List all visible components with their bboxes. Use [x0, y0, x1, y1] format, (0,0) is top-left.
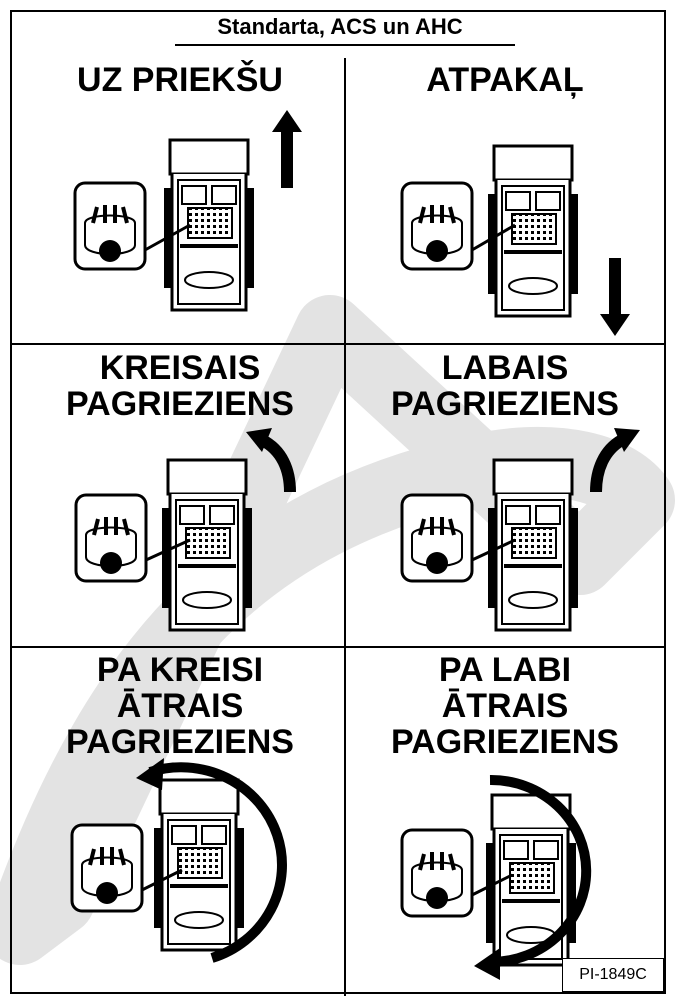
machine-top-view-icon	[162, 138, 256, 312]
title-line: PAGRIEZIENS	[66, 385, 294, 423]
hands-on-controls-icon	[400, 181, 474, 271]
up-arrow-icon	[272, 110, 302, 188]
title-line: UZ PRIEKŠU	[77, 61, 283, 99]
hands-on-controls-icon	[74, 493, 148, 583]
title-forward: UZ PRIEKŠU	[20, 62, 340, 98]
header-title: Standarta, ACS un AHC	[217, 14, 463, 39]
title-line: ĀTRAIS	[441, 687, 569, 725]
title-left-spin: PA KREISI ĀTRAIS PAGRIEZIENS	[20, 652, 340, 760]
title-line: KREISAIS	[99, 349, 261, 387]
title-line: PAGRIEZIENS	[391, 723, 619, 761]
circular-arrow-icon	[474, 774, 592, 980]
circular-arrow-icon	[136, 758, 287, 963]
column-divider-top	[344, 58, 346, 996]
title-line: PA LABI	[438, 651, 572, 689]
hands-on-controls-icon	[73, 181, 147, 271]
title-right-turn: LABAIS PAGRIEZIENS	[350, 350, 660, 422]
hands-on-controls-icon	[70, 823, 144, 913]
hands-on-controls-icon	[400, 828, 474, 918]
machine-top-view-icon	[486, 144, 580, 318]
title-reverse: ATPAKAĻ	[350, 62, 660, 98]
title-line: PAGRIEZIENS	[66, 723, 294, 761]
header-underline	[175, 44, 515, 46]
machine-top-view-icon	[152, 778, 246, 952]
curved-arrow-icon	[246, 428, 296, 493]
row-divider-2	[10, 646, 666, 648]
title-line: PA KREISI	[96, 651, 264, 689]
diagram-frame	[10, 10, 666, 994]
down-arrow-icon	[600, 258, 630, 336]
title-right-spin: PA LABI ĀTRAIS PAGRIEZIENS	[350, 652, 660, 760]
title-line: LABAIS	[441, 349, 569, 387]
hands-on-controls-icon	[400, 493, 474, 583]
row-divider-1	[10, 343, 666, 345]
title-line: ĀTRAIS	[116, 687, 244, 725]
figure-code-label: PI-1849C	[562, 958, 664, 992]
title-line: ATPAKAĻ	[426, 61, 584, 99]
title-left-turn: KREISAIS PAGRIEZIENS	[20, 350, 340, 422]
curved-arrow-icon	[590, 428, 640, 493]
title-line: PAGRIEZIENS	[391, 385, 619, 423]
